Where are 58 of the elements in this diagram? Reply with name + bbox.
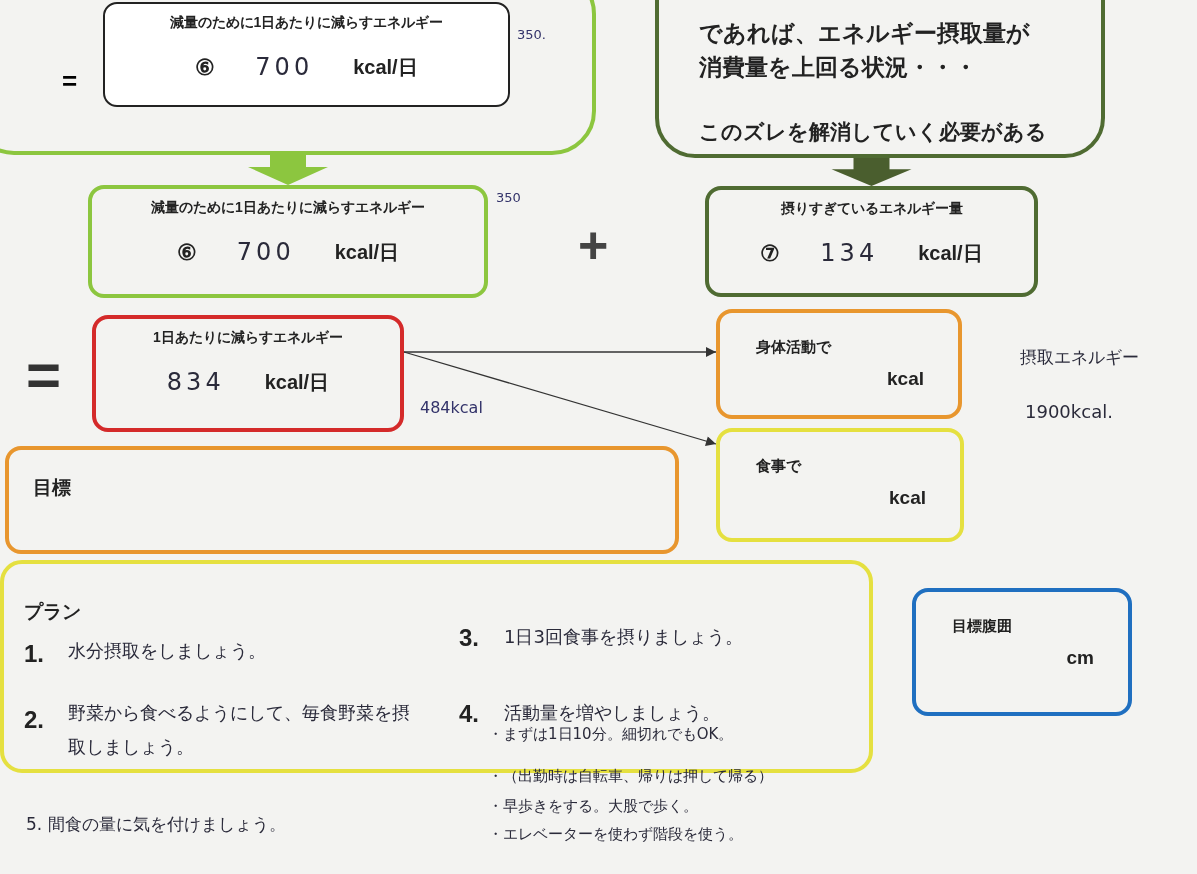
handwritten-note: 摂取エネルギー — [1020, 347, 1139, 367]
number-mark: ⑥ — [176, 238, 197, 267]
unit-text: kcal/日 — [353, 55, 418, 80]
handwritten-value: 134 — [820, 238, 879, 269]
unit-text: kcal — [889, 487, 926, 508]
handwritten-note: 1日3回食事を摂りましょう。 — [504, 626, 743, 647]
box-title: 減量のために1日あたりに減らすエネルギー — [151, 198, 425, 217]
unit-text: kcal/日 — [264, 370, 330, 395]
text-box — [705, 186, 1038, 297]
handwritten-note: 野菜から食べるようにして、毎食野菜を摂取しましょう。 — [68, 702, 410, 757]
box-title: 1日あたりに減らすエネルギー — [153, 328, 343, 347]
unit-text: kcal — [887, 368, 924, 389]
handwritten-note: 1900kcal. — [1025, 401, 1113, 422]
arrow — [403, 347, 717, 357]
unit-text: kcal/日 — [918, 241, 983, 266]
handwritten-note: 5. 間食の量に気を付けましょう。 — [26, 814, 286, 834]
plus-sign: + — [578, 216, 609, 274]
note-text: であれば、エネルギー摂取量が消費量を上回る状況・・・ — [699, 19, 1031, 82]
text-box — [5, 446, 679, 554]
box-title: 身体活動で — [756, 338, 831, 355]
handwritten-note: 350 — [496, 190, 521, 205]
text-box — [92, 315, 404, 432]
handwritten-value: 700 — [255, 52, 314, 83]
handwritten-note: 水分摂取をしましょう。 — [68, 640, 266, 661]
unit-text: kcal/日 — [334, 240, 400, 265]
handwritten-note: ・まずは1日10分。細切れでもOK。 — [488, 725, 734, 743]
text-box — [716, 309, 962, 419]
number-mark: ⑦ — [760, 239, 781, 268]
note-text: このズレを解消していく必要がある — [699, 119, 1048, 146]
handwritten-note: 350. — [517, 27, 546, 42]
list-number: 1. — [24, 640, 44, 667]
text-box — [655, 0, 1105, 158]
handwritten-note: ・（出勤時は自転車、帰りは押して帰る） — [488, 767, 773, 785]
handwritten-note: ・早歩きをする。大股で歩く。 — [488, 797, 698, 815]
handwritten-note: 活動量を増やしましょう。 — [504, 702, 720, 723]
box-title: 減量のために1日あたりに減らすエネルギー — [169, 13, 444, 32]
box-frame — [0, 0, 596, 155]
handwritten-value: 834 — [166, 367, 225, 398]
block-arrow — [831, 158, 912, 186]
handwritten-value: 700 — [236, 237, 295, 268]
handwritten-note: 484kcal — [420, 398, 483, 417]
handwritten-note: ・エレベーターを使わず階段を使う。 — [488, 825, 743, 843]
unit-text: cm — [1066, 647, 1094, 668]
text-box — [716, 428, 964, 542]
list-number: 2. — [24, 706, 44, 733]
box-title: 食事で — [756, 457, 801, 474]
box-title: プラン — [24, 601, 81, 622]
box-title: 目標 — [33, 477, 71, 498]
block-arrow — [248, 155, 328, 185]
box-title: 目標腹囲 — [952, 617, 1012, 634]
list-number: 4. — [459, 700, 479, 727]
text-box — [912, 588, 1132, 716]
equals-sign: = — [62, 66, 78, 96]
number-mark: ⑥ — [195, 53, 216, 82]
list-number: 3. — [459, 624, 479, 651]
box-title: 摂りすぎているエネルギー量 — [780, 199, 963, 218]
equals-sign: = — [26, 341, 62, 408]
arrow — [403, 351, 717, 446]
